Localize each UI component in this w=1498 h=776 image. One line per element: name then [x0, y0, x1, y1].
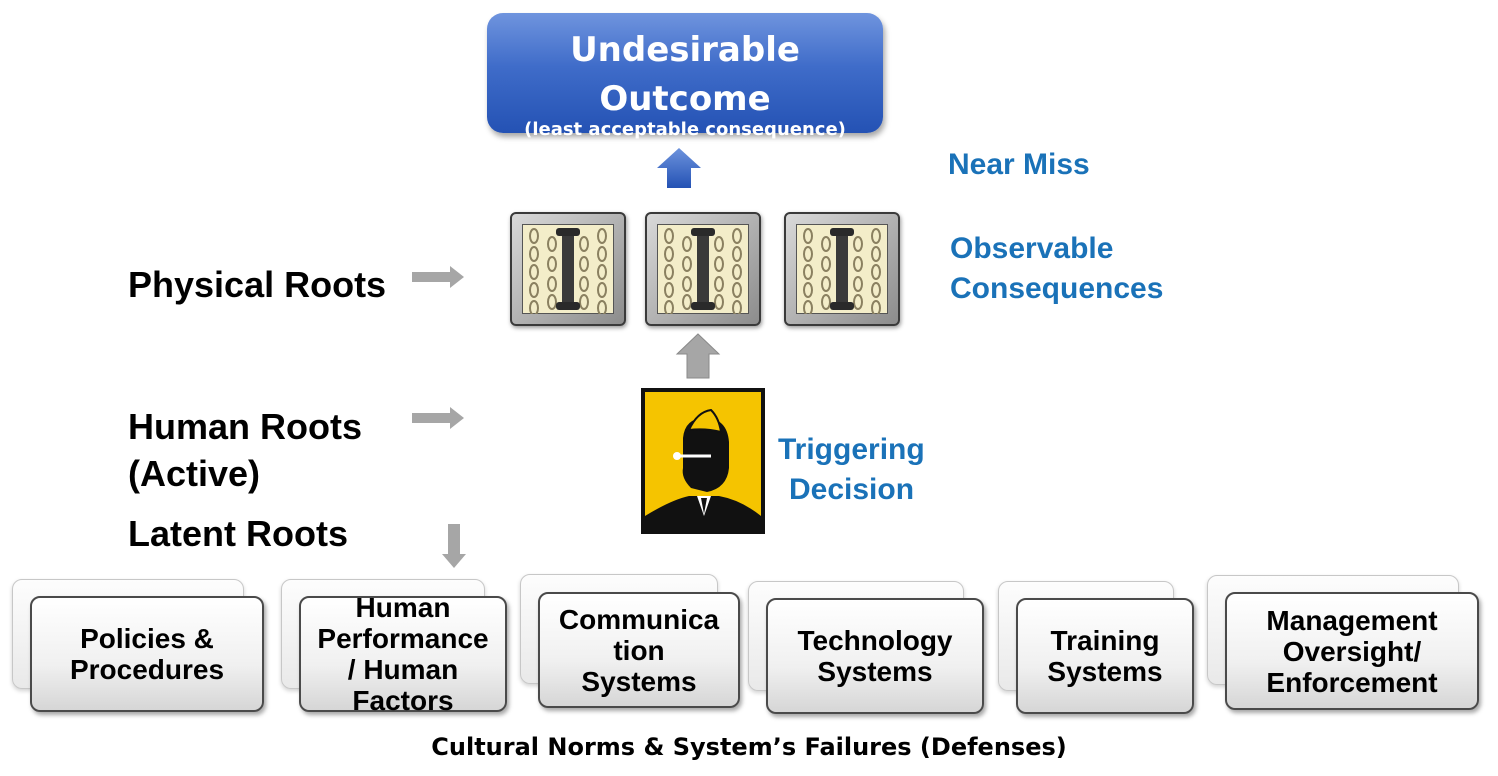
right-arrow-gray-icon [412, 266, 464, 288]
human-roots-label-line2: (Active) [128, 453, 261, 494]
up-arrow-gray-icon [675, 333, 721, 379]
undesirable-outcome-box: Undesirable Outcome (least acceptable co… [487, 13, 883, 140]
right-arrow-gray-icon [412, 407, 464, 429]
defense-communication-systems: Communica tion Systems [538, 592, 740, 708]
down-arrow-gray-icon [442, 524, 466, 568]
defense-label: Policies & Procedures [69, 623, 225, 685]
chain-link-panel-icon [645, 212, 761, 326]
defense-human-performance: Human Performance / Human Factors [299, 592, 507, 716]
defense-label: Training Systems [1047, 625, 1163, 687]
defense-policies-procedures: Policies & Procedures [30, 596, 264, 712]
defense-technology-systems: Technology Systems [766, 598, 984, 714]
outcome-title-line2: Outcome [599, 79, 771, 119]
observable-label-line2: Consequences [950, 272, 1164, 305]
thinking-man-icon [641, 388, 765, 534]
up-arrow-blue-icon [657, 148, 701, 188]
diagram-caption: Cultural Norms & System’s Failures (Defe… [431, 733, 1067, 761]
defense-management-oversight: Management Oversight/ Enforcement [1225, 592, 1479, 710]
chain-link-panel-icon [784, 212, 900, 326]
chain-link-panel-icon [510, 212, 626, 326]
outcome-title-line1: Undesirable [570, 30, 800, 70]
triggering-label-line1: Triggering [778, 433, 925, 466]
outcome-subtitle: (least acceptable consequence) [524, 119, 846, 140]
near-miss-label: Near Miss [948, 148, 1090, 181]
defense-label: Management Oversight/ Enforcement [1266, 604, 1438, 698]
latent-roots-label: Latent Roots [128, 513, 348, 554]
triggering-label-line2: Decision [789, 473, 915, 506]
defense-label: Communica tion Systems [558, 603, 720, 697]
defense-label: Human Performance / Human Factors [317, 592, 489, 716]
physical-roots-label: Physical Roots [128, 264, 387, 305]
human-roots-label-line1: Human Roots [128, 406, 362, 447]
defense-training-systems: Training Systems [1016, 598, 1194, 714]
observable-label-line1: Observable [950, 232, 1114, 265]
defense-label: Technology Systems [797, 625, 953, 687]
